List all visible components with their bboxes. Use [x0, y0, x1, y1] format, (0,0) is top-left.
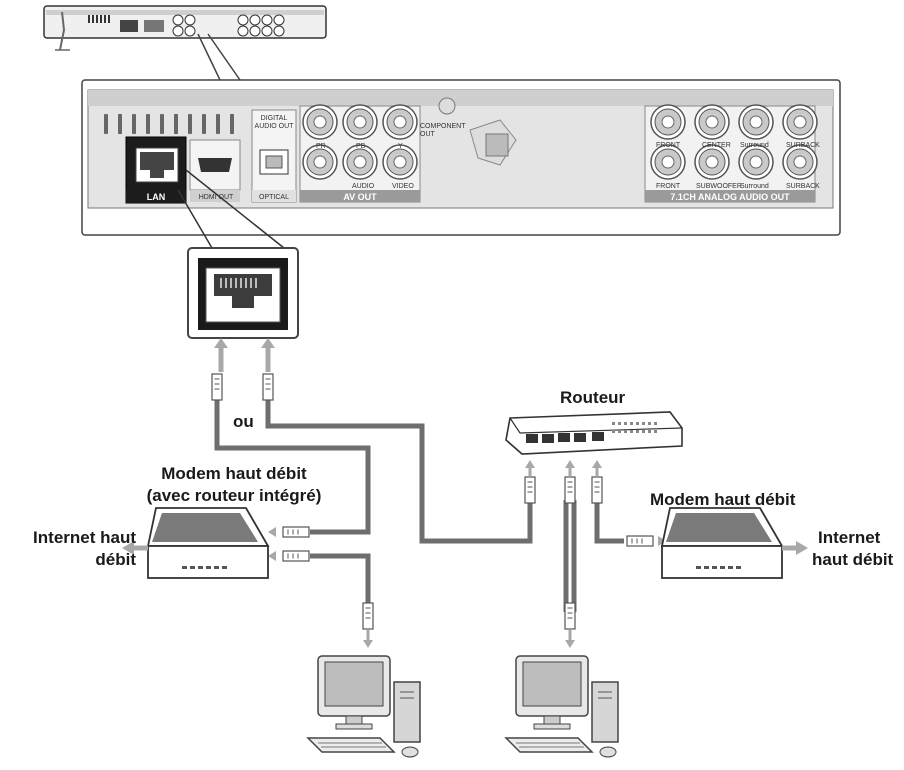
digital-audio-label: AUDIO OUT — [255, 123, 295, 130]
lan-port-icon — [187, 247, 299, 339]
router-label: Routeur — [560, 388, 626, 407]
internet-right-label: Internet — [818, 528, 881, 547]
player-icon — [43, 5, 327, 51]
lan-label: LAN — [147, 192, 166, 202]
pr-label: PR — [316, 143, 326, 150]
analog-audio-out-label: 7.1CH ANALOG AUDIO OUT — [670, 192, 790, 202]
rear-panel — [81, 79, 841, 236]
surback-r-label: SURBACK — [786, 183, 820, 190]
audio-label: AUDIO — [352, 183, 375, 190]
surback-l-label: SURBACK — [786, 142, 820, 149]
modem-label: Modem haut débit — [650, 490, 796, 509]
center-label: CENTER — [702, 142, 731, 149]
cables — [214, 395, 624, 612]
router-icon — [505, 411, 683, 455]
subwoofer-label: SUBWOOFER — [696, 183, 742, 190]
optical-label: OPTICAL — [259, 194, 289, 201]
modem-icon — [661, 507, 783, 579]
internet-left-label: Internet haut — [33, 528, 136, 547]
computer-icon — [307, 655, 421, 758]
digital-audio-label: DIGITAL — [261, 115, 288, 122]
internet-right-label: haut débit — [812, 550, 894, 569]
surround-r-label: Surround — [740, 183, 769, 190]
hdmi-out-label: HDMI OUT — [199, 194, 234, 201]
surround-l-label: Surround — [740, 142, 769, 149]
front-r-label: FRONT — [656, 183, 681, 190]
or-label: ou — [233, 412, 254, 431]
front-l-label: FRONT — [656, 142, 681, 149]
computer-icon — [505, 655, 619, 758]
internet-right-arrow — [782, 541, 808, 555]
modem-router-label: Modem haut débit — [161, 464, 307, 483]
internet-left-label: débit — [95, 550, 136, 569]
video-label: VIDEO — [392, 183, 414, 190]
y-label: Y — [398, 143, 403, 150]
internet-left-arrow — [122, 541, 148, 555]
pb-label: PB — [356, 143, 366, 150]
modem-router-icon — [147, 507, 269, 579]
av-out-label: AV OUT — [343, 192, 377, 202]
component-out-label: OUT — [420, 131, 436, 138]
modem-router-sublabel: (avec routeur intégré) — [146, 486, 322, 505]
component-out-label: COMPONENT — [420, 123, 466, 130]
